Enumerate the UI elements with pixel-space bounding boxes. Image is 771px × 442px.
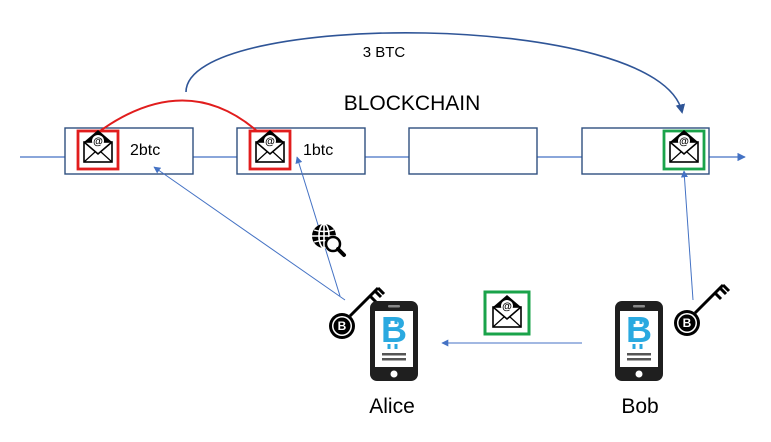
block-4	[581, 127, 710, 175]
block-amount: 2btc	[130, 142, 160, 159]
lookup-line-2btc	[153, 166, 346, 301]
bitcoin-key-icon	[672, 283, 731, 338]
block-amount: 1btc	[303, 142, 333, 159]
bitcoin-phone-icon	[368, 299, 420, 383]
bob-wallet: Bob	[613, 283, 731, 418]
transfer-label: 3 BTC	[363, 44, 406, 61]
block-1: 2btc	[64, 127, 194, 175]
block-3	[408, 127, 538, 175]
globe-search-icon	[310, 222, 346, 257]
alice-wallet: Alice	[327, 286, 420, 418]
blockchain-title: BLOCKCHAIN	[344, 92, 481, 115]
bob-output-line	[680, 170, 694, 301]
transfer-arc	[185, 32, 686, 114]
bob-label: Bob	[621, 395, 658, 418]
bitcoin-phone-icon	[613, 299, 665, 383]
block-2: 1btc	[236, 127, 366, 175]
inputs-curve	[99, 99, 258, 132]
alice-label: Alice	[369, 395, 415, 418]
